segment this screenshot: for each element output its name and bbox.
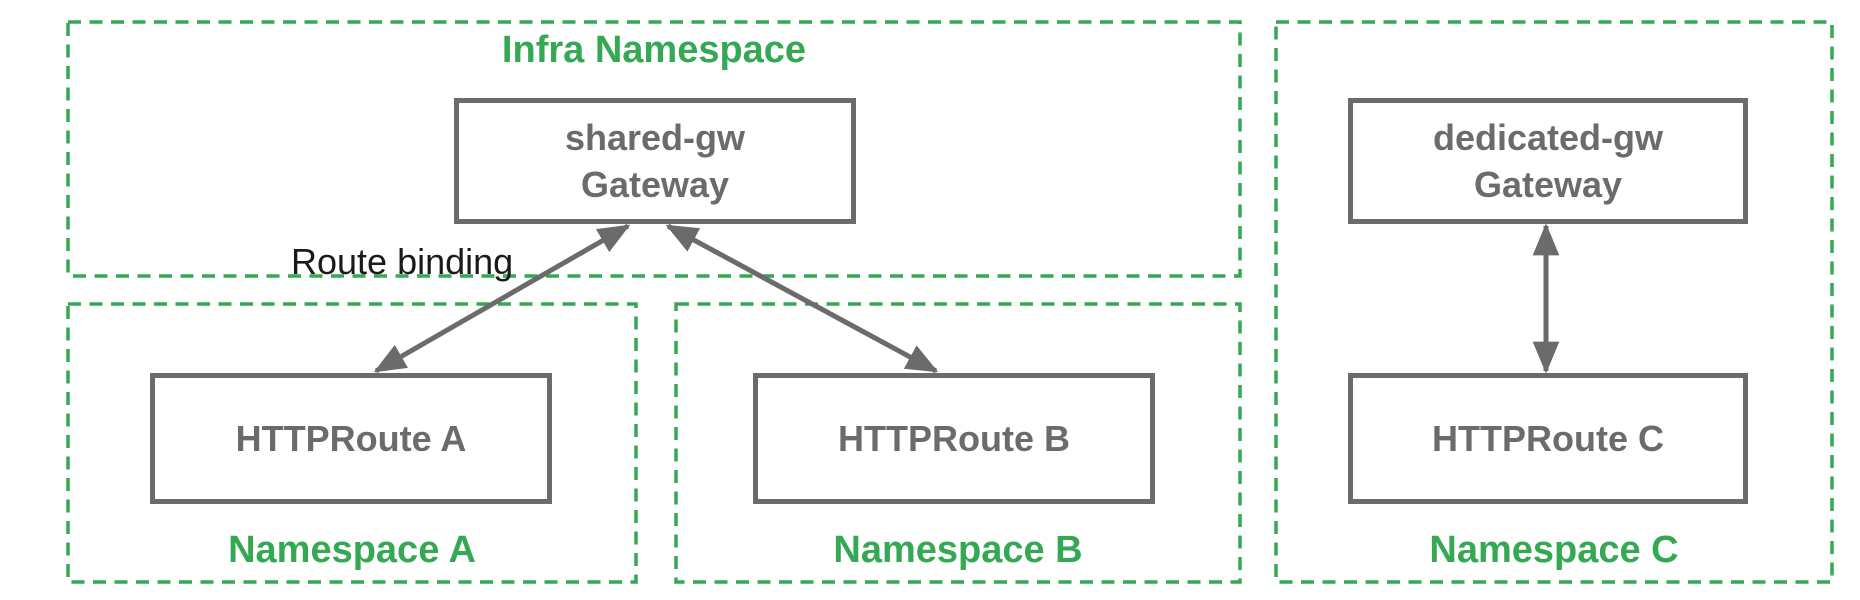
node-shared-gw-gateway: shared-gw Gateway <box>454 98 856 224</box>
namespace-b-box <box>674 302 1242 584</box>
node-httproute-c-label: HTTPRoute C <box>1432 418 1664 459</box>
namespace-infra-box <box>66 20 1242 278</box>
node-shared-gw-name: shared-gw <box>564 117 746 158</box>
namespace-c-label: Namespace C <box>1429 529 1679 571</box>
namespace-infra-label: Infra Namespace <box>501 29 807 71</box>
node-dedicated-gw-name: dedicated-gw <box>1432 117 1664 158</box>
node-httproute-a-label: HTTPRoute A <box>235 418 467 459</box>
route-binding-arrow-a <box>373 223 631 374</box>
namespace-a-box <box>66 302 638 584</box>
node-dedicated-gw-gateway: dedicated-gw Gateway <box>1348 98 1748 224</box>
route-binding-label: Route binding <box>291 241 514 282</box>
namespace-a-label: Namespace A <box>228 529 476 571</box>
namespace-b-label: Namespace B <box>833 529 1083 571</box>
route-binding-arrow-b <box>665 223 939 374</box>
node-httproute-c: HTTPRoute C <box>1348 373 1748 504</box>
node-httproute-a: HTTPRoute A <box>150 373 552 504</box>
node-httproute-b: HTTPRoute B <box>753 373 1155 504</box>
node-httproute-b-label: HTTPRoute B <box>838 418 1070 459</box>
node-dedicated-gw-kind: Gateway <box>1473 164 1623 205</box>
node-shared-gw-kind: Gateway <box>580 164 730 205</box>
